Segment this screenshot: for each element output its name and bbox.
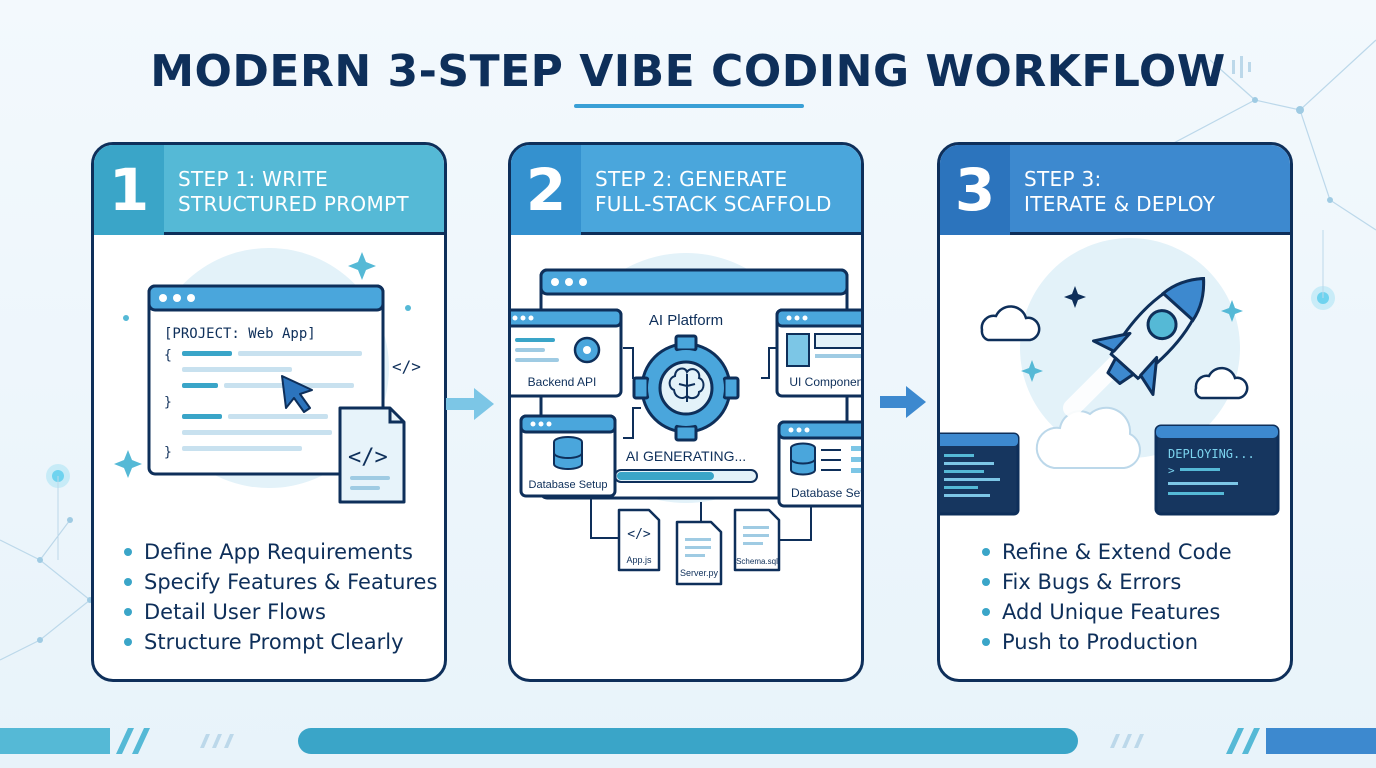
database-icon (790, 442, 816, 476)
svg-text:>: > (1168, 464, 1175, 477)
cloud-icon (980, 305, 1041, 342)
code-tag-icon: </> (392, 357, 421, 376)
step-1-heading: STEP 1: WRITE STRUCTURED PROMPT (178, 167, 409, 217)
step-1-number: 1 (94, 145, 164, 235)
step-2-illustration: AI Platform AI GENERATING... (511, 253, 861, 586)
sparkle-icon (348, 252, 376, 280)
arrow-right-icon (880, 386, 926, 418)
sparkle-icon (1064, 286, 1086, 308)
step-3-bullets: Refine & Extend Code Fix Bugs & Errors A… (982, 537, 1232, 657)
step-2-header: 2 STEP 2: GENERATE FULL-STACK SCAFFOLD (511, 145, 861, 235)
deploy-label: DEPLOYING... (1168, 447, 1255, 461)
file-label: Schema.sql (736, 557, 778, 566)
brace-mid: } (164, 395, 172, 410)
code-tag-icon: </> (348, 445, 388, 470)
step-2-heading-line1: STEP 2: GENERATE (595, 167, 788, 191)
brace-open: { (164, 348, 172, 363)
step-3-number: 3 (940, 145, 1010, 235)
generating-label: AI GENERATING... (626, 448, 746, 464)
list-item: Structure Prompt Clearly (124, 627, 437, 657)
brain-icon (668, 367, 705, 402)
file-label: App.js (626, 555, 652, 565)
file-label: Server.py (680, 568, 719, 578)
step-1-bullets: Define App Requirements Specify Features… (124, 537, 437, 657)
step-2-panel: 2 STEP 2: GENERATE FULL-STACK SCAFFOLD A… (508, 142, 864, 682)
step-3-heading-line1: STEP 3: (1024, 167, 1102, 191)
file-server-py: Server.py (675, 520, 723, 586)
generating-progress-fill (617, 472, 714, 480)
page-title: MODERN 3-STEP VIBE CODING WORKFLOW (150, 46, 1226, 97)
step-3-heading-line2: ITERATE & DEPLOY (1024, 192, 1216, 216)
cursor-icon (281, 375, 313, 413)
backend-api-card: Backend API (511, 308, 623, 398)
database-right-label: Database Setup (791, 486, 861, 500)
sparkle-icon (114, 450, 142, 478)
step-2-heading: STEP 2: GENERATE FULL-STACK SCAFFOLD (595, 167, 832, 217)
step-3-header: 3 STEP 3: ITERATE & DEPLOY (940, 145, 1290, 235)
file-icon: </> (338, 406, 406, 504)
ui-components-card: UI Components (775, 308, 861, 398)
step-1-panel: 1 STEP 1: WRITE STRUCTURED PROMPT [PROJE… (91, 142, 447, 682)
rocket-icon (1092, 276, 1206, 396)
step-1-illustration: [PROJECT: Web App] { } } </> </> (114, 248, 421, 504)
step-2-number: 2 (511, 145, 581, 235)
cloud-icon (1194, 366, 1249, 400)
database-right-card: Database Setup (777, 420, 861, 508)
file-app-js: </> App.js (617, 508, 661, 572)
sparkle-icon (1221, 300, 1243, 322)
sparkle-icon (1021, 360, 1043, 382)
ui-components-label: UI Components (789, 375, 861, 389)
database-left-card: Database Setup (519, 414, 617, 498)
backend-api-label: Backend API (528, 375, 597, 389)
deploy-terminal: DEPLOYING... > (1154, 424, 1280, 516)
step-3-heading: STEP 3: ITERATE & DEPLOY (1024, 167, 1215, 217)
code-window (940, 432, 1020, 516)
code-tag-icon: </> (627, 527, 651, 542)
step-2-heading-line2: FULL-STACK SCAFFOLD (595, 192, 832, 216)
list-item: Fix Bugs & Errors (982, 567, 1232, 597)
prompt-project-text: [PROJECT: Web App] (164, 326, 316, 342)
list-item: Refine & Extend Code (982, 537, 1232, 567)
title-underline (574, 104, 804, 108)
bottom-decor-bar (0, 728, 1376, 754)
platform-label: AI Platform (649, 312, 723, 329)
list-item: Detail User Flows (124, 597, 437, 627)
step-3-panel: 3 STEP 3: ITERATE & DEPLOY (937, 142, 1293, 682)
step-1-header: 1 STEP 1: WRITE STRUCTURED PROMPT (94, 145, 444, 235)
arrow-right-icon (446, 388, 494, 420)
list-item: Specify Features & Features (124, 567, 437, 597)
database-icon (553, 436, 583, 470)
list-item: Add Unique Features (982, 597, 1232, 627)
file-schema-sql: Schema.sql (733, 508, 781, 572)
step-1-heading-line2: STRUCTURED PROMPT (178, 192, 409, 216)
list-item: Push to Production (982, 627, 1232, 657)
database-left-label: Database Setup (529, 479, 608, 491)
step-3-illustration: DEPLOYING... > (940, 238, 1280, 516)
step-1-heading-line1: STEP 1: WRITE (178, 167, 329, 191)
list-item: Define App Requirements (124, 537, 437, 567)
brace-close: } (164, 445, 172, 460)
